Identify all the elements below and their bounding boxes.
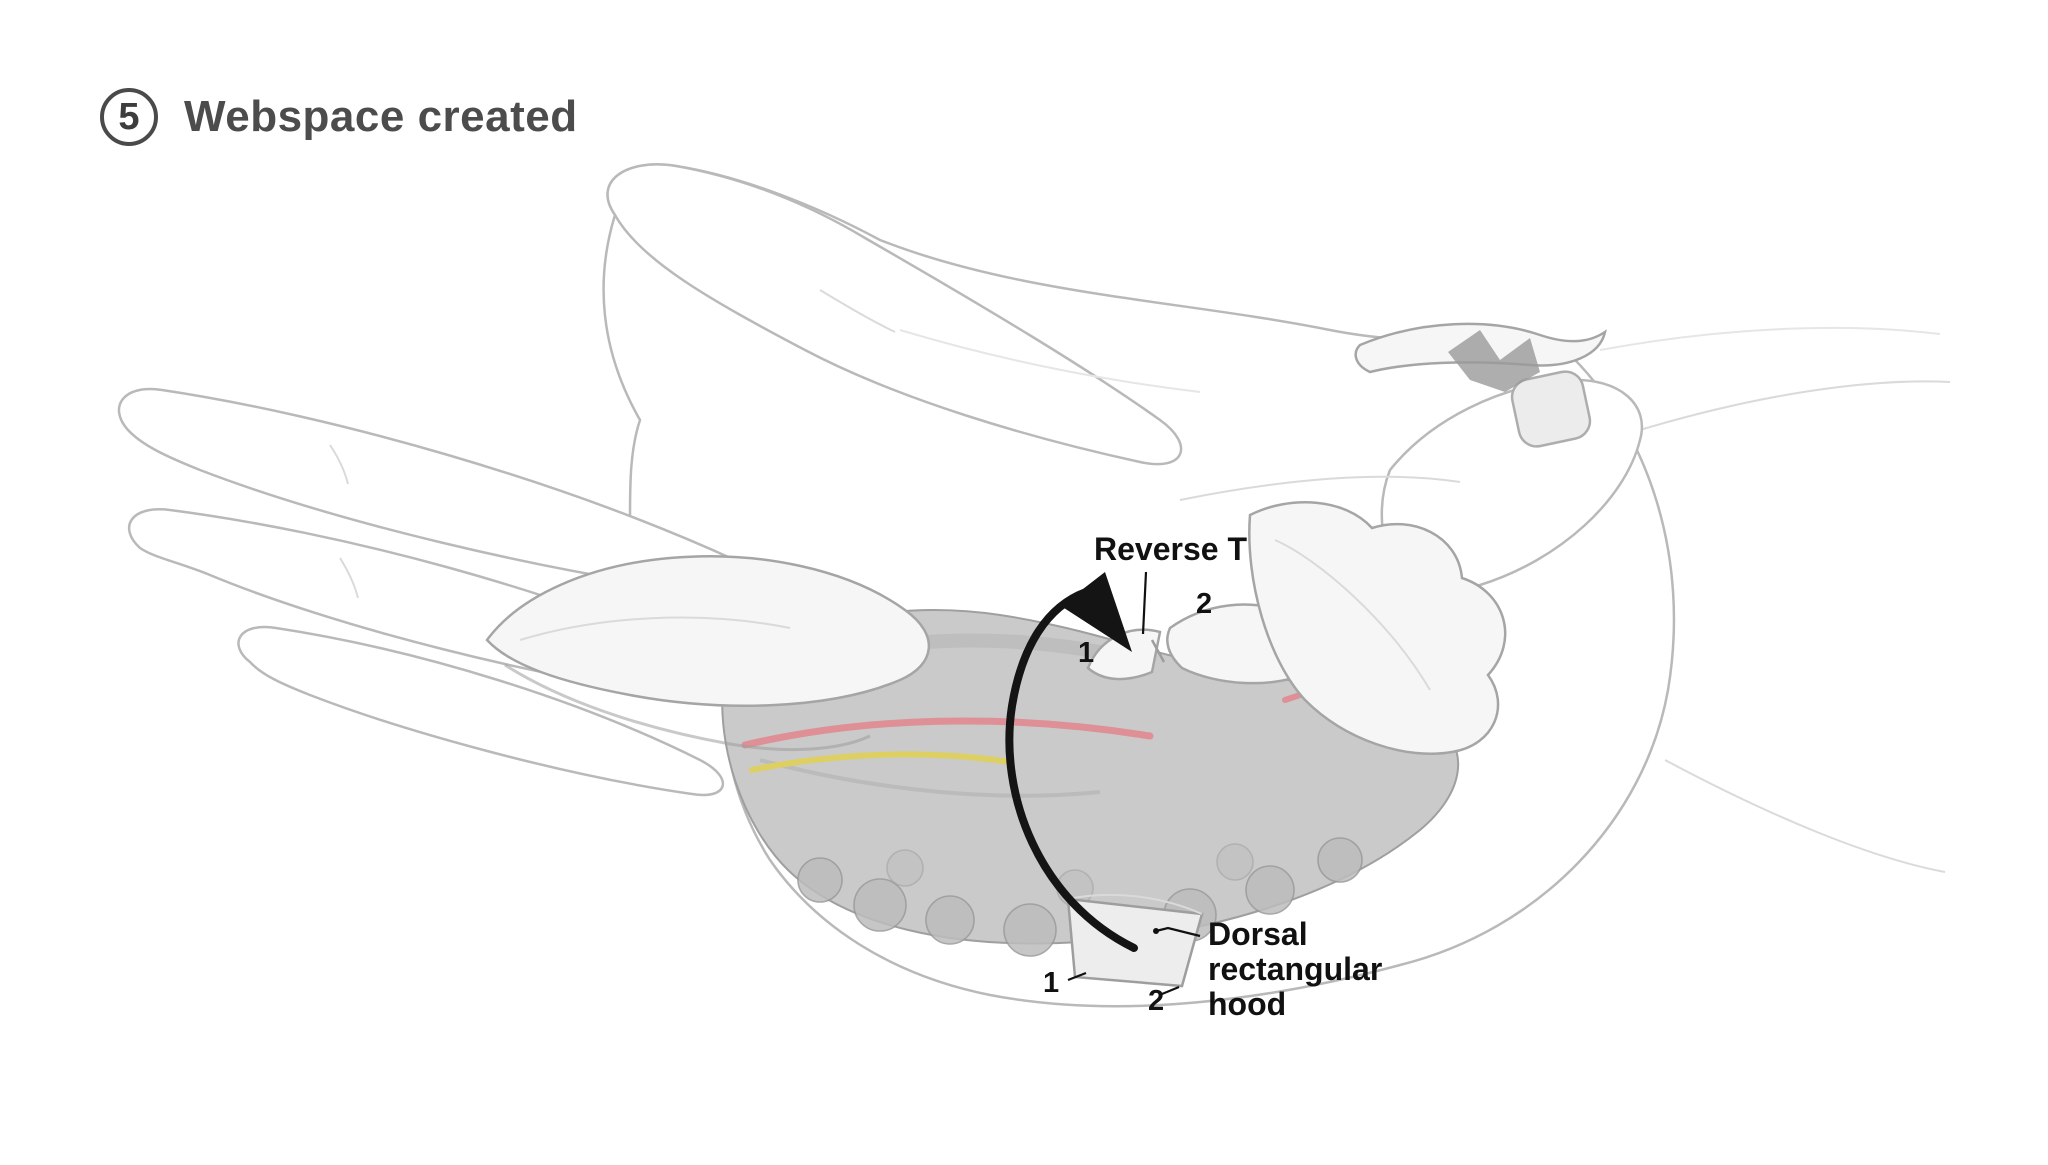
dorsal-hood-label-line-1: Dorsal bbox=[1208, 916, 1308, 952]
finger-crease-2 bbox=[339, 557, 359, 599]
reverse-t-leader-line bbox=[1141, 571, 1148, 635]
reverse-t-label: Reverse T bbox=[1094, 531, 1247, 567]
finger-crease-1 bbox=[329, 444, 349, 485]
rotation-arrow-group bbox=[1005, 572, 1138, 952]
rotation-arrowhead bbox=[1061, 572, 1132, 652]
step-number-badge: 5 bbox=[100, 88, 158, 146]
palm-crease-3 bbox=[899, 329, 1201, 393]
index-finger bbox=[606, 163, 1183, 466]
dorsal-hood-leader-line bbox=[1155, 926, 1201, 938]
dorsal-hood-leader-dot bbox=[1153, 928, 1159, 934]
step-number: 5 bbox=[118, 95, 140, 138]
right-skin-flap bbox=[1248, 501, 1507, 755]
right-flap-fold-line bbox=[1274, 539, 1431, 691]
dorsal-hood-marker-1-tick bbox=[1067, 971, 1087, 982]
dorsal-hood-marker-2: 2 bbox=[1148, 985, 1164, 1017]
little-finger bbox=[237, 625, 724, 797]
dorsal-hood-fold-line bbox=[1067, 893, 1203, 915]
rotation-arrow bbox=[1005, 588, 1138, 952]
thumb-nail bbox=[1510, 370, 1592, 448]
digital-nerve bbox=[749, 751, 1013, 773]
dorsal-hood-marker-2-tick bbox=[1161, 985, 1180, 996]
reverse-t-marker-1: 1 bbox=[1078, 637, 1094, 669]
reverse-t-junction-line bbox=[1150, 639, 1166, 663]
reverse-t-marker-2: 2 bbox=[1196, 588, 1212, 620]
dorsal-hood-marker-1: 1 bbox=[1043, 967, 1059, 999]
dorsal-hood-label-line-3: hood bbox=[1208, 986, 1286, 1022]
step-header: 5 Webspace created bbox=[100, 88, 578, 146]
left-skin-flap bbox=[485, 555, 931, 707]
annotation-group: Reverse T 1 2 Dorsal rectangular hood 1 … bbox=[1043, 531, 1382, 1022]
page-title: Webspace created bbox=[184, 92, 578, 141]
wound-mid-crease bbox=[759, 758, 1101, 798]
thumb-cut-edge bbox=[1448, 330, 1540, 392]
left-flap-fold-line bbox=[519, 616, 791, 641]
forearm-line-top bbox=[1599, 326, 1941, 351]
digital-artery bbox=[741, 717, 1154, 749]
reverse-t-flap-left bbox=[1086, 628, 1162, 681]
left-flap-under-edge bbox=[504, 663, 871, 752]
dorsal-hood-flap bbox=[1066, 897, 1204, 988]
index-finger-crease bbox=[819, 289, 896, 333]
dorsal-hood-label-line-2: rectangular bbox=[1208, 951, 1382, 987]
palm-crease-1 bbox=[1179, 475, 1461, 501]
forearm-line-bottom bbox=[1664, 759, 1946, 873]
forearm-line-mid bbox=[1639, 380, 1951, 431]
flap-group bbox=[485, 501, 1507, 988]
